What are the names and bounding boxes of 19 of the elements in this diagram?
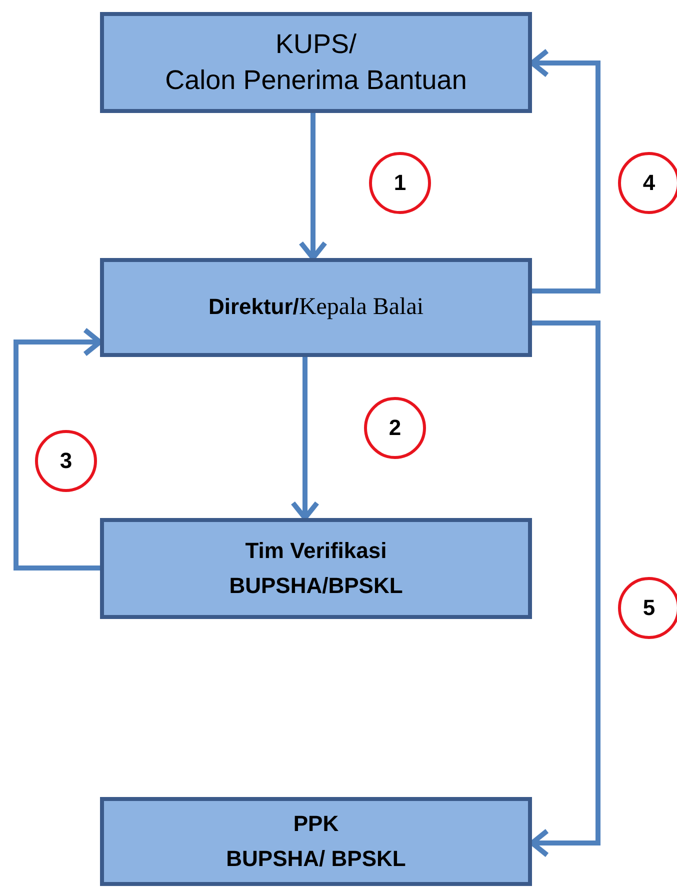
process-box — [100, 797, 532, 886]
box-label: Calon Penerima Bantuan — [165, 64, 467, 96]
step-number: 4 — [618, 152, 677, 214]
box-label: PPK — [293, 810, 339, 838]
box-label: BUPSHA/BPSKL — [229, 572, 403, 600]
arrow — [298, 113, 328, 260]
process-box — [100, 518, 532, 619]
box-label: Tim Verifikasi — [245, 537, 387, 566]
step-number: 5 — [618, 577, 677, 639]
box-label: KUPS/ — [275, 28, 357, 62]
process-box — [100, 12, 532, 113]
step-number: 1 — [369, 152, 431, 214]
process-box — [100, 258, 532, 357]
step-number: 3 — [35, 430, 97, 492]
arrow — [290, 357, 320, 520]
arrow — [14, 328, 102, 570]
step-number: 2 — [364, 397, 426, 459]
box-label: Direktur/Kepala Balai — [208, 292, 424, 322]
box-label: BUPSHA/ BPSKL — [226, 844, 406, 872]
